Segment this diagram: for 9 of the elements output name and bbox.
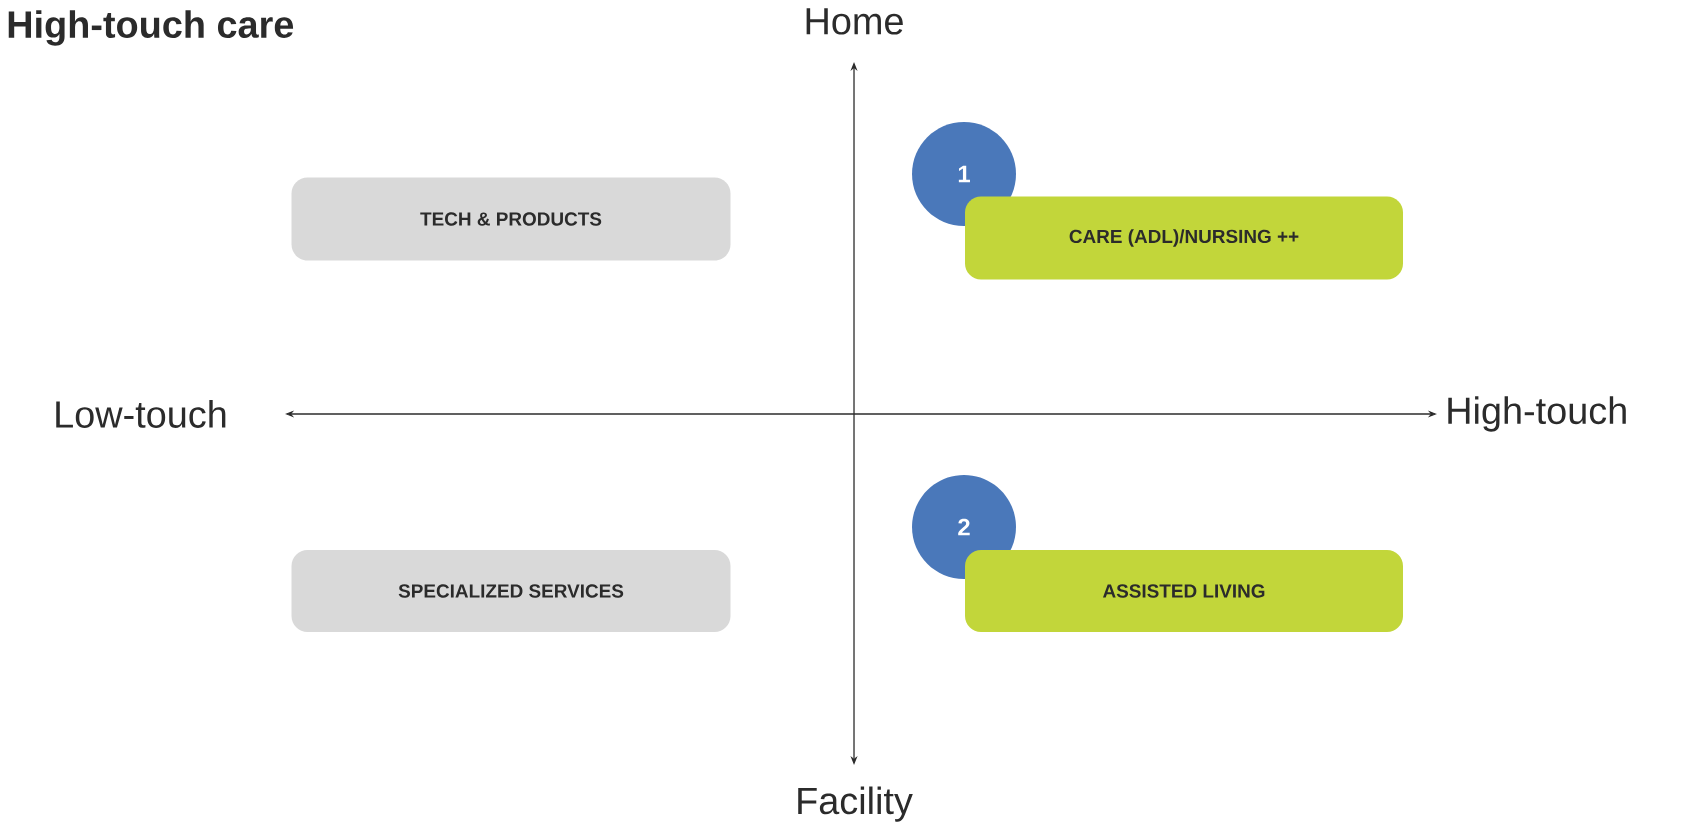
title: High-touch care [8,10,294,46]
axis-label: High-touch [1448,396,1626,432]
axis-label: Facility [798,786,913,822]
category-box: SPECIALIZED SERVICES [291,550,731,632]
category-box: TECH & PRODUCTS [291,177,731,261]
category-box: ASSISTED LIVING [965,550,1403,632]
axis-label: Low-touch [56,400,226,428]
axis-label: Home [806,8,903,35]
category-box: CARE (ADL)/NURSING ++ [965,196,1403,280]
